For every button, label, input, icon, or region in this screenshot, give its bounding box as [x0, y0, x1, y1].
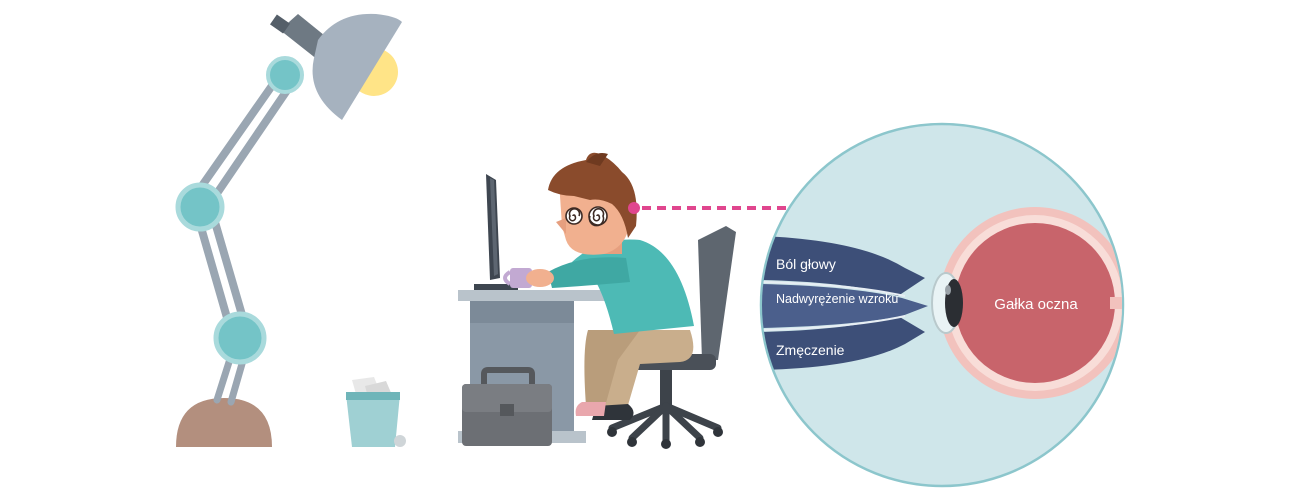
lamp-joint — [266, 56, 304, 94]
symptom-label-fatigue: Zmęczenie — [776, 342, 845, 358]
monitor-icon — [474, 174, 518, 290]
eyeball-label: Gałka oczna — [994, 296, 1078, 313]
mug-icon — [503, 268, 532, 288]
lamp-joint — [175, 182, 225, 232]
lamp-base — [176, 398, 272, 447]
arrow-fatigue — [762, 316, 925, 370]
magnified-view: Ból głowy Nadwyrężenie wzroku Zmęczenie … — [759, 122, 1125, 488]
hair — [548, 152, 637, 238]
desk-lamp-icon — [175, 13, 402, 447]
symptom-label-headache: Ból głowy — [776, 256, 836, 272]
lamp-joint — [213, 311, 267, 365]
lamp-shade — [312, 13, 402, 120]
tired-worker — [526, 152, 694, 420]
dizzy-eyes-icon — [565, 206, 608, 227]
briefcase-icon — [462, 367, 552, 446]
symptom-arrows — [762, 236, 928, 370]
arrow-headache — [762, 236, 925, 296]
wastebasket-icon — [346, 377, 406, 447]
symptom-label-eye-strain: Nadwyrężenie wzroku — [776, 292, 898, 306]
arrow-eye-strain — [762, 284, 928, 328]
desk-top — [458, 290, 630, 301]
eyeball-icon — [931, 207, 1122, 399]
